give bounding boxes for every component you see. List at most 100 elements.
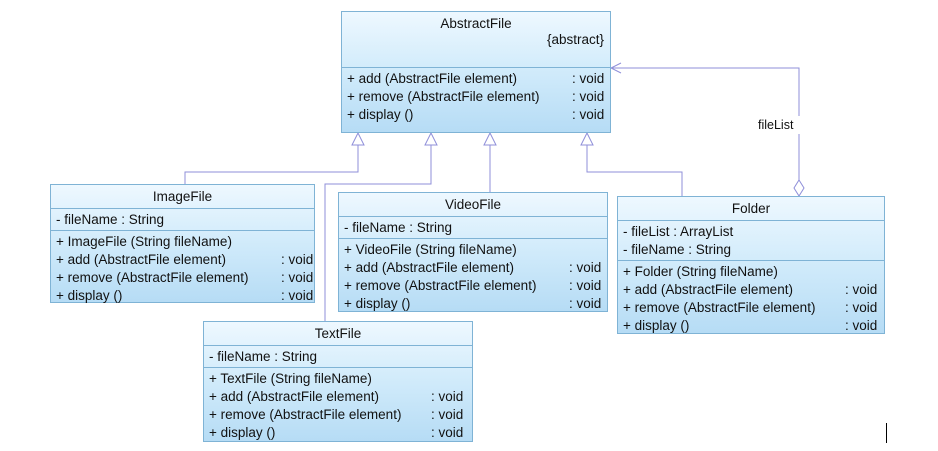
class-abstractfile: AbstractFile {abstract} + add (AbstractF…	[341, 11, 611, 133]
operation-signature: + TextFile (String fileName)	[209, 371, 372, 386]
operation-signature: + display ()	[344, 296, 411, 311]
attribute-text: - fileList : ArrayList	[623, 224, 734, 239]
filelist-label: fileList	[758, 118, 794, 132]
operation-signature: + VideoFile (String fileName)	[344, 242, 517, 257]
operation-return: : void	[845, 318, 878, 333]
attribute-text: - fileName : String	[56, 212, 165, 227]
operation-signature: + display ()	[347, 107, 414, 122]
operation-signature: + display ()	[623, 318, 690, 333]
class-name: Folder	[731, 201, 771, 216]
aggregation-arrowhead	[609, 62, 622, 74]
operation-row: + Folder (String fileName)	[623, 263, 879, 281]
class-name-section: Folder	[618, 197, 884, 220]
attribute-row: - fileName : String	[344, 219, 602, 237]
operation-row: + display () : void	[347, 106, 605, 124]
class-stereotype: {abstract}	[546, 32, 604, 47]
operation-return: : void	[845, 300, 878, 315]
operation-row: + display () : void	[209, 424, 467, 442]
filelist-label-bg	[755, 116, 800, 134]
operation-return: : void	[431, 407, 464, 422]
operation-row: + remove (AbstractFile element) : void	[209, 406, 467, 424]
generalization-folder	[586, 145, 683, 196]
attribute-row: - fileList : ArrayList	[623, 223, 879, 241]
operation-row: + add (AbstractFile element) : void	[347, 70, 605, 88]
class-operations: + add (AbstractFile element) : void + re…	[342, 67, 610, 125]
class-operations: + ImageFile (String fileName) + add (Abs…	[51, 230, 314, 306]
class-name-section: ImageFile	[51, 185, 314, 208]
class-folder: Folder - fileList : ArrayList - fileName…	[617, 196, 885, 334]
generalization-imagefile	[184, 145, 359, 184]
class-textfile: TextFile - fileName : String + TextFile …	[203, 321, 473, 442]
attribute-row: - fileName : String	[209, 348, 467, 366]
class-name: ImageFile	[152, 189, 213, 204]
operation-signature: + add (AbstractFile element)	[56, 252, 226, 267]
operation-return: : void	[431, 389, 464, 404]
operation-signature: + display ()	[56, 288, 123, 303]
operation-signature: + add (AbstractFile element)	[623, 282, 793, 297]
operation-return: : void	[845, 282, 878, 297]
operation-row: + ImageFile (String fileName)	[56, 233, 309, 251]
operation-signature: + remove (AbstractFile element)	[623, 300, 816, 315]
operation-row: + VideoFile (String fileName)	[344, 241, 602, 259]
operation-row: + add (AbstractFile element) : void	[56, 251, 313, 269]
class-name-section: VideoFile	[339, 193, 607, 216]
class-operations: + Folder (String fileName) + add (Abstra…	[618, 260, 884, 336]
class-attributes: - fileList : ArrayList - fileName : Stri…	[618, 220, 884, 260]
class-name: AbstractFile	[440, 16, 512, 31]
class-attributes: - fileName : String	[204, 345, 472, 367]
class-attributes: - fileName : String	[339, 216, 607, 238]
class-videofile: VideoFile - fileName : String + VideoFil…	[338, 192, 608, 312]
aggregation-diamond	[793, 179, 805, 197]
operation-signature: + remove (AbstractFile element)	[347, 89, 540, 104]
operation-signature: + add (AbstractFile element)	[344, 260, 514, 275]
operation-return: : void	[569, 296, 602, 311]
class-name-section: AbstractFile {abstract}	[342, 12, 610, 67]
operation-row: + remove (AbstractFile element) : void	[623, 299, 879, 317]
operation-signature: + Folder (String fileName)	[623, 264, 778, 279]
operation-return: : void	[572, 71, 605, 86]
operation-row: + display () : void	[344, 295, 602, 313]
class-name: VideoFile	[444, 197, 502, 212]
attribute-text: - fileName : String	[623, 242, 732, 257]
generalization-arrowhead-videofile	[483, 131, 497, 146]
operation-return: : void	[569, 260, 602, 275]
operation-signature: + ImageFile (String fileName)	[56, 234, 232, 249]
operation-signature: + remove (AbstractFile element)	[209, 407, 402, 422]
operation-return: : void	[281, 270, 314, 285]
generalization-textfile	[324, 145, 432, 321]
operation-row: + display () : void	[623, 317, 879, 335]
attribute-row: - fileName : String	[623, 241, 879, 259]
operation-row: + add (AbstractFile element) : void	[209, 388, 467, 406]
operation-row: + remove (AbstractFile element) : void	[344, 277, 602, 295]
operation-return: : void	[431, 425, 464, 440]
class-operations: + VideoFile (String fileName) + add (Abs…	[339, 238, 607, 314]
aggregation-filelist	[611, 67, 800, 180]
operation-return: : void	[281, 288, 314, 303]
text-cursor	[886, 423, 887, 443]
class-name: TextFile	[314, 326, 362, 341]
operation-row: + add (AbstractFile element) : void	[344, 259, 602, 277]
operation-signature: + display ()	[209, 425, 276, 440]
operation-signature: + remove (AbstractFile element)	[344, 278, 537, 293]
operation-row: + display () : void	[56, 287, 313, 305]
class-name-section: TextFile	[204, 322, 472, 345]
attribute-text: - fileName : String	[344, 220, 453, 235]
class-imagefile: ImageFile - fileName : String + ImageFil…	[50, 184, 315, 303]
operation-signature: + remove (AbstractFile element)	[56, 270, 249, 285]
attribute-row: - fileName : String	[56, 211, 309, 229]
operation-signature: + add (AbstractFile element)	[347, 71, 517, 86]
operation-row: + add (AbstractFile element) : void	[623, 281, 879, 299]
generalization-arrowhead-folder	[580, 131, 594, 146]
operation-return: : void	[572, 89, 605, 104]
generalization-arrowhead-textfile	[424, 131, 438, 146]
operation-row: + TextFile (String fileName)	[209, 370, 467, 388]
operation-return: : void	[572, 107, 605, 122]
generalization-arrowhead-imagefile	[351, 131, 365, 146]
class-operations: + TextFile (String fileName) + add (Abst…	[204, 367, 472, 443]
operation-row: + remove (AbstractFile element) : void	[347, 88, 605, 106]
operation-return: : void	[281, 252, 314, 267]
operation-row: + remove (AbstractFile element) : void	[56, 269, 313, 287]
operation-return: : void	[569, 278, 602, 293]
class-attributes: - fileName : String	[51, 208, 314, 230]
